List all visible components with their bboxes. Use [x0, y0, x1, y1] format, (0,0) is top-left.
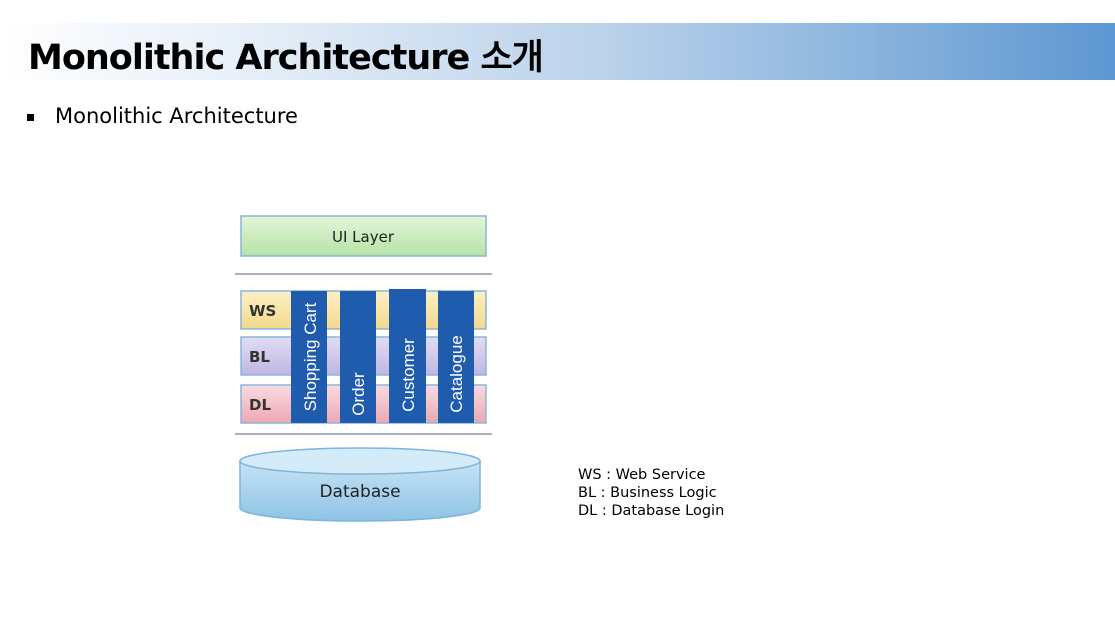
database-label: Database — [319, 482, 400, 502]
bullet-square-icon — [27, 114, 34, 121]
module-column-customer — [389, 289, 426, 423]
database-body — [239, 460, 481, 522]
legend-bl: BL : Business Logic — [578, 485, 717, 501]
legend-ws: WS : Web Service — [578, 467, 706, 483]
dl-layer-label: DL — [249, 396, 271, 414]
bl-layer-label: BL — [249, 348, 270, 366]
module-column-shopping-cart — [291, 291, 327, 423]
module-label-order: Order — [349, 372, 368, 416]
bullet-text: Monolithic Architecture — [55, 104, 298, 128]
module-label-customer: Customer — [399, 338, 418, 412]
title-bar: Monolithic Architecture 소개 — [0, 23, 1115, 80]
database-top — [239, 447, 481, 475]
ui-layer-box — [240, 215, 487, 257]
ws-layer-label: WS — [249, 302, 276, 320]
database-cylinder — [239, 447, 481, 522]
module-label-shopping-cart: Shopping Cart — [301, 302, 320, 411]
module-label-catalogue: Catalogue — [447, 335, 466, 413]
abbreviation-legend: WS : Web Service BL : Business Logic DL … — [578, 466, 724, 520]
module-column-order — [340, 291, 376, 423]
module-column-catalogue — [438, 291, 474, 423]
legend-dl: DL : Database Login — [578, 503, 725, 519]
ui-layer-label: UI Layer — [332, 228, 395, 246]
slide-title: Monolithic Architecture 소개 — [28, 38, 544, 78]
